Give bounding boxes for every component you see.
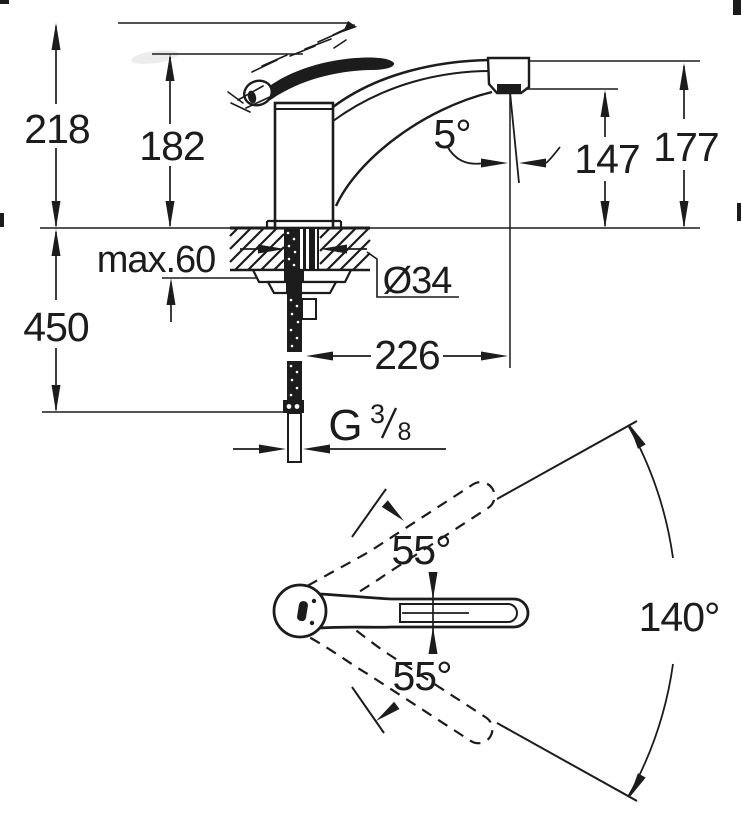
under-counter-assembly bbox=[251, 268, 353, 463]
lever-handle bbox=[227, 21, 395, 113]
threaded-stud bbox=[287, 294, 302, 352]
sketch-strokes bbox=[227, 24, 355, 113]
swing-angle-leaders bbox=[351, 488, 404, 734]
angle-leader-left bbox=[446, 145, 482, 165]
side-view: 218 182 5° 147 177 max.60 450 Ø34 226 G … bbox=[23, 21, 720, 463]
swing-measure-arrows bbox=[428, 572, 438, 654]
dim-under-deck-label: 450 bbox=[23, 304, 89, 350]
aerator bbox=[497, 84, 521, 93]
dim-spout-reach-label: 226 bbox=[374, 332, 439, 378]
swivel-arc bbox=[496, 420, 674, 802]
spout-top-outline bbox=[272, 583, 530, 639]
extension-lines bbox=[40, 22, 700, 413]
faucet-body bbox=[273, 101, 335, 230]
scan-artifacts bbox=[0, 0, 741, 227]
spout-underside bbox=[334, 90, 493, 207]
hose-end-tube bbox=[287, 412, 302, 463]
knob-slot bbox=[297, 601, 308, 622]
dim-body-height-label: 182 bbox=[139, 123, 204, 169]
dim-outlet-height-label: 147 bbox=[574, 136, 639, 182]
thread-numerator-label: 3 bbox=[370, 399, 384, 429]
max-deck-thickness-label: max.60 bbox=[97, 239, 216, 281]
handle-swung-down-dashed bbox=[306, 606, 494, 745]
angle-5-label: 5° bbox=[433, 111, 470, 157]
fraction-slash bbox=[380, 407, 398, 439]
swivel-140-label: 140° bbox=[639, 594, 720, 640]
swing-55-upper-label: 55° bbox=[391, 527, 450, 573]
diameter-leader-line bbox=[366, 251, 459, 298]
dim-spout-top-height-label: 177 bbox=[653, 124, 718, 170]
spout-top-outer bbox=[332, 58, 490, 109]
swing-55-lower-label: 55° bbox=[392, 653, 451, 699]
dim-total-height-label: 218 bbox=[24, 106, 90, 152]
paper-smudge bbox=[131, 50, 179, 64]
spout-top-inner bbox=[332, 70, 492, 122]
faucet-side-profile bbox=[227, 21, 531, 463]
handle-swung-up-dashed bbox=[306, 481, 496, 616]
hatch-lines bbox=[229, 227, 371, 271]
thread-denominator-label: 8 bbox=[398, 418, 411, 446]
mounting-shank bbox=[284, 227, 319, 271]
angle-leader-right bbox=[545, 146, 561, 164]
flexible-hose bbox=[287, 361, 302, 400]
water-stream-line bbox=[509, 91, 520, 184]
top-view: 55° 55° 140° bbox=[272, 420, 720, 802]
thread-spec-label: G 3 8 bbox=[328, 399, 411, 450]
hose-fitting bbox=[283, 400, 304, 413]
thread-g-label: G bbox=[328, 401, 361, 450]
hole-diameter-label: Ø34 bbox=[383, 260, 453, 302]
